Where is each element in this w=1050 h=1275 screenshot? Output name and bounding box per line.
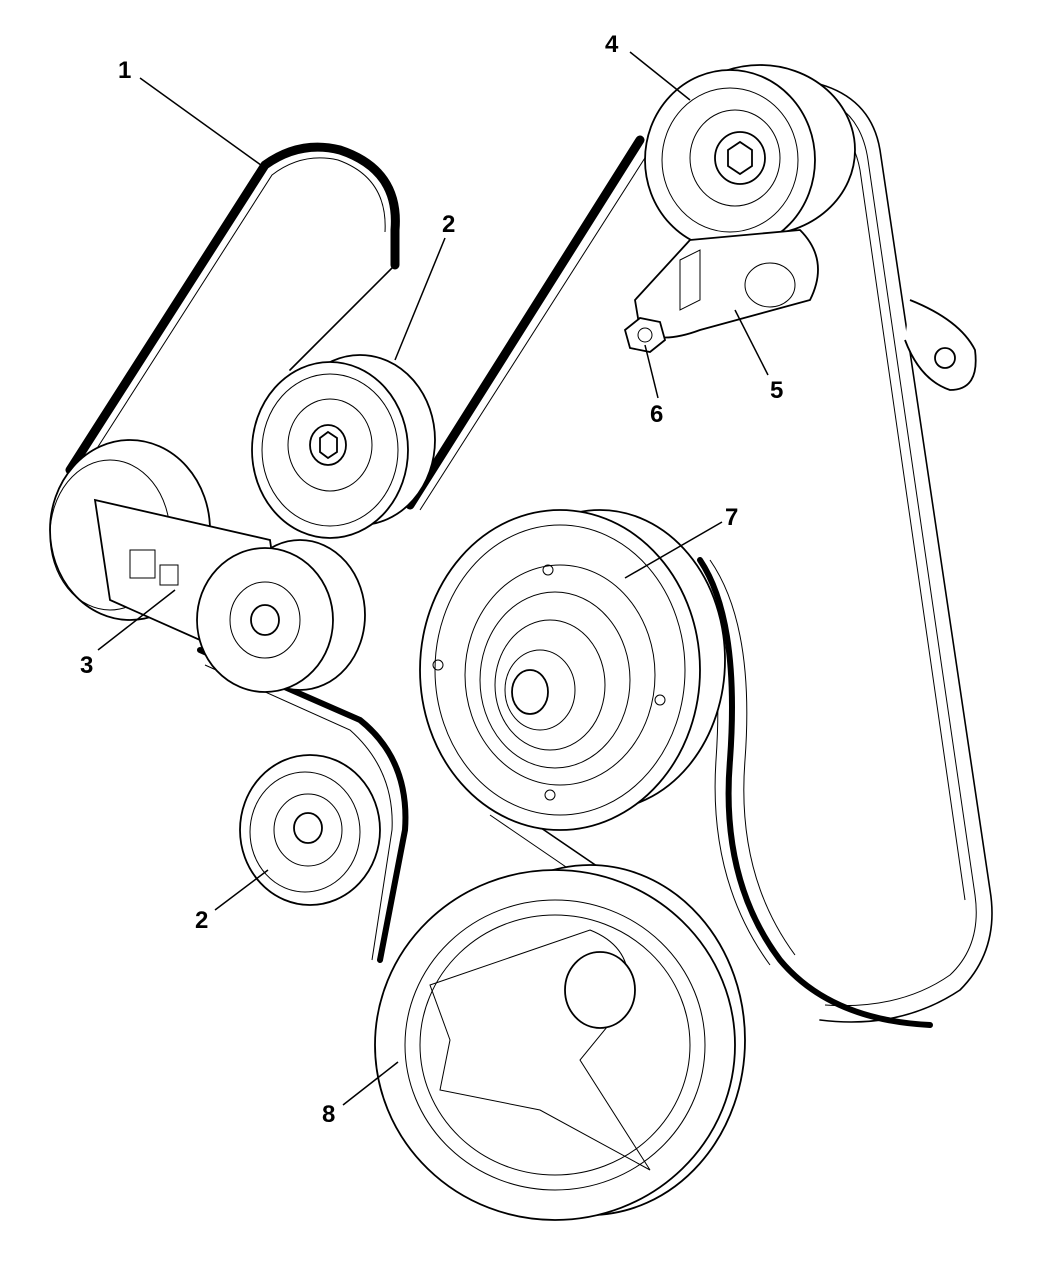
idler-upper	[251, 354, 436, 539]
large-pulley	[419, 509, 726, 831]
leader-lines	[97, 51, 769, 1106]
pulley-top-right	[644, 64, 856, 251]
callout-6: 6	[650, 401, 663, 428]
tensioner-bracket	[623, 229, 977, 391]
idler-lower	[239, 754, 381, 906]
tensioner-left	[49, 439, 366, 693]
callouts: 1 2 3 4 5 6 7 2 8	[80, 31, 783, 1128]
callout-2-upper: 2	[442, 211, 455, 238]
callout-7: 7	[725, 504, 738, 531]
callout-3: 3	[80, 652, 93, 679]
callout-2-lower: 2	[195, 907, 208, 934]
callout-8: 8	[322, 1101, 335, 1128]
crank-pulley	[374, 864, 746, 1221]
callout-1: 1	[118, 57, 131, 84]
callout-5: 5	[770, 377, 783, 404]
callout-4: 4	[605, 31, 619, 58]
